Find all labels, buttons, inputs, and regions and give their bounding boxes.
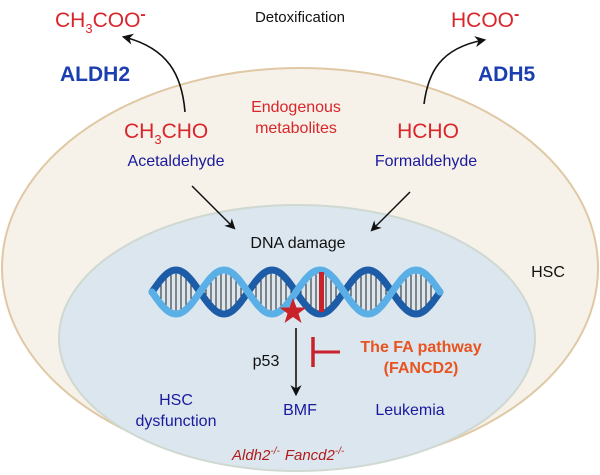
hsc-dysfunction-line1: HSC xyxy=(159,392,193,409)
endogenous-metabolites-line1: Endogenous xyxy=(251,99,341,116)
bmf-label: BMF xyxy=(283,402,317,419)
detoxification-label: Detoxification xyxy=(255,9,345,26)
formaldehyde-name: Formaldehyde xyxy=(375,153,477,170)
acetaldehyde-to-dna-arrow xyxy=(191,185,236,230)
dna-damage-star-icon xyxy=(279,298,307,323)
dna-lesion-mark xyxy=(319,272,324,312)
fancd2-label: (FANCD2) xyxy=(384,360,459,377)
aldh2-enzyme-label: ALDH2 xyxy=(60,63,130,86)
formaldehyde-to-dna-arrow xyxy=(370,191,411,232)
dna-helix xyxy=(148,266,444,323)
leukemia-label: Leukemia xyxy=(375,402,444,419)
acetate-formula: CH3COO- xyxy=(55,6,146,36)
dna-damage-label: DNA damage xyxy=(250,235,345,252)
hsc-dysfunction-line2: dysfunction xyxy=(136,413,217,430)
formaldehyde-formula: HCHO xyxy=(397,120,459,143)
hsc-label: HSC xyxy=(531,264,565,281)
adh5-detox-arrow xyxy=(423,36,487,105)
acetaldehyde-name: Acetaldehyde xyxy=(128,153,225,170)
p53-label: p53 xyxy=(253,353,280,370)
dna-strand-light xyxy=(148,266,444,318)
fa-pathway-label: The FA pathway xyxy=(360,339,481,356)
endogenous-metabolites-line2: metabolites xyxy=(255,120,337,137)
aldh2-detox-arrow xyxy=(121,33,186,113)
acetaldehyde-formula: CH3CHO xyxy=(124,120,208,147)
genotype-label: Aldh2-/-Fancd2-/- xyxy=(231,446,345,464)
formate-formula: HCOO- xyxy=(451,6,519,32)
adh5-enzyme-label: ADH5 xyxy=(478,63,535,86)
